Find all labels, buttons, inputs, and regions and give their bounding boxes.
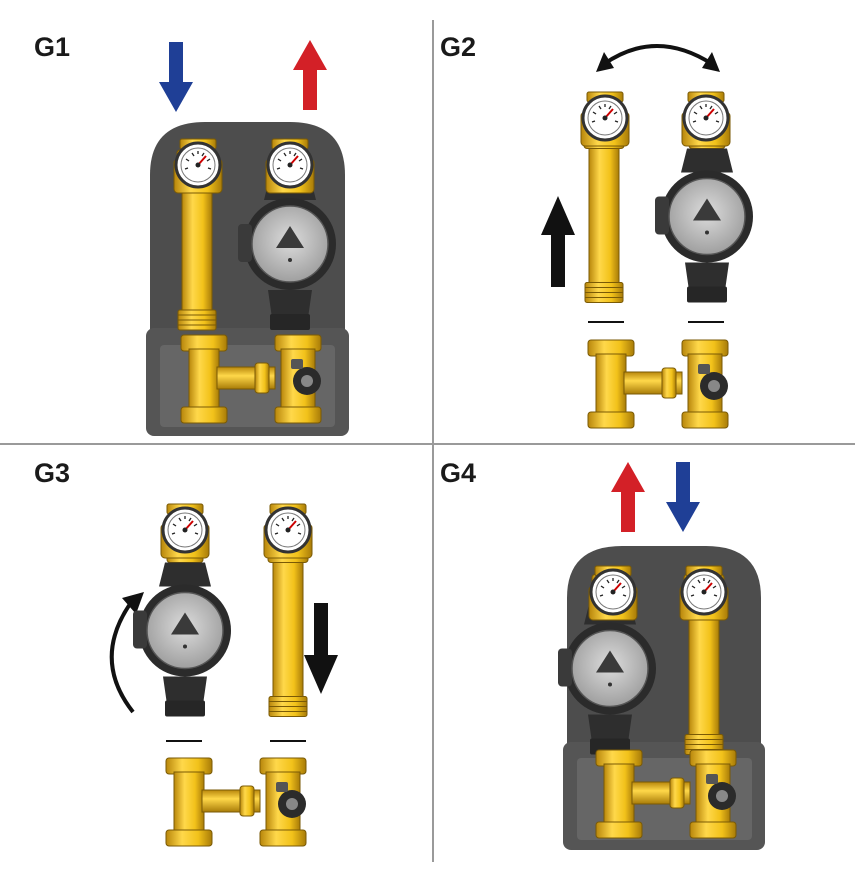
panel-g3: G3 xyxy=(34,458,338,847)
panel-label-g2: G2 xyxy=(440,32,476,62)
straight-arrow-icon xyxy=(304,603,338,694)
curved-arrow-icon xyxy=(109,592,144,714)
thermometer-icon xyxy=(579,90,631,148)
pump-module-g2 xyxy=(654,90,754,304)
thermometer-icon xyxy=(587,564,639,622)
curved-double-arrow-icon xyxy=(596,44,720,72)
station-insulated-g1 xyxy=(146,122,349,436)
pump-module-g3 xyxy=(132,502,232,718)
manifold xyxy=(165,757,307,847)
panel-label-g4: G4 xyxy=(440,458,476,488)
pipe-module-g3 xyxy=(262,502,314,718)
arrow-down-blue-icon xyxy=(666,462,700,532)
panel-label-g1: G1 xyxy=(34,32,70,62)
thermometer-icon xyxy=(262,502,314,560)
thermometer-icon xyxy=(680,90,732,148)
arrow-up-red-icon xyxy=(293,40,327,110)
thermometer-icon xyxy=(172,137,224,195)
station-insulated-g4 xyxy=(557,546,765,850)
pipe-module-g2 xyxy=(579,90,631,304)
panel-g1: G1 xyxy=(34,32,349,436)
thermometer-icon xyxy=(264,137,316,195)
panel-g4: G4 xyxy=(440,458,765,850)
thermometer-icon xyxy=(159,502,211,560)
panel-label-g3: G3 xyxy=(34,458,70,488)
arrow-up-red-icon xyxy=(611,462,645,532)
manifold xyxy=(587,339,729,429)
arrow-down-blue-icon xyxy=(159,42,193,112)
thermometer-icon xyxy=(678,564,730,622)
panel-g2: G2 xyxy=(440,32,754,429)
straight-arrow-icon xyxy=(541,196,575,287)
